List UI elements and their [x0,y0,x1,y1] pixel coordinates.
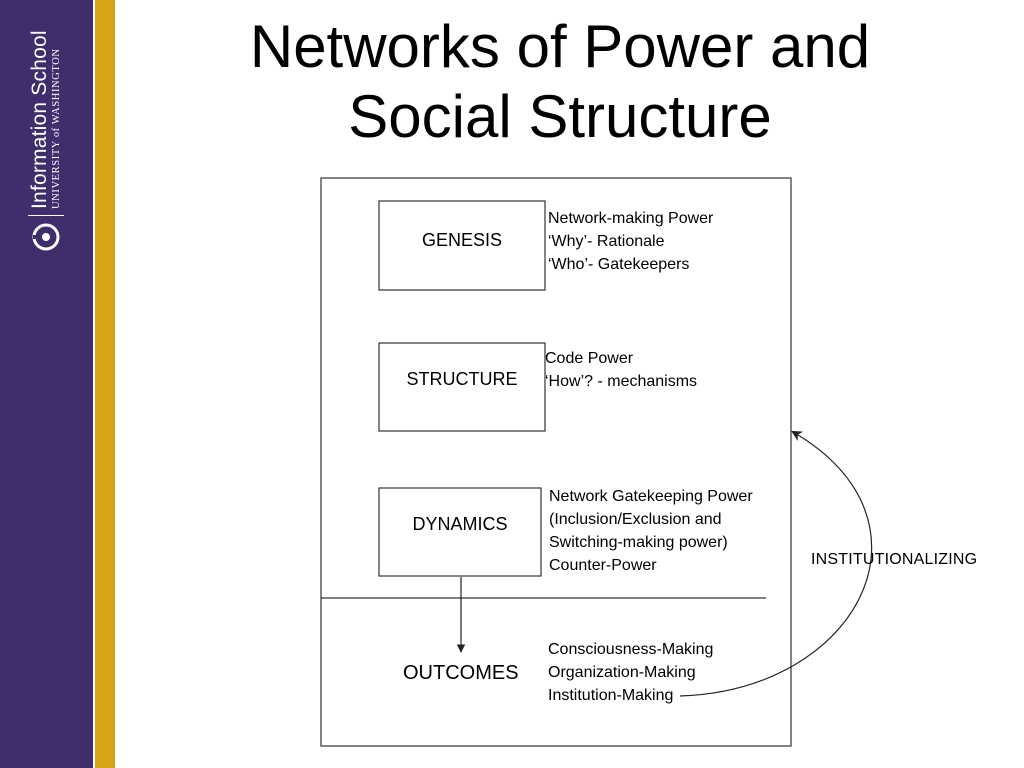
genesis-label: GENESIS [421,229,503,250]
outcomes-description: Consciousness-Making Organization-Making… [548,638,713,707]
structure-line-1: Code Power [545,350,634,367]
school-logo: Information School UNIVERSITY of WASHING… [16,12,76,252]
dynamics-label: DYNAMICS [412,513,508,534]
outcomes-line-2: Organization-Making [548,664,696,681]
dynamics-description: Network Gatekeeping Power (Inclusion/Exc… [549,485,753,577]
dynamics-line-2: (Inclusion/Exclusion and [549,511,722,528]
dynamics-line-1: Network Gatekeeping Power [549,488,753,505]
genesis-description: Network-making Power ‘Why’- Rationale ‘W… [548,207,713,276]
genesis-box [378,200,546,291]
title-line-2: Social Structure [348,83,772,150]
outcomes-label: OUTCOMES [403,662,519,684]
institutionalizing-arrow [679,430,873,697]
structure-box [378,342,546,432]
structure-description: Code Power ‘How’? - mechanisms [545,347,697,393]
genesis-line-1: Network-making Power [548,210,714,227]
structure-label: STRUCTURE [406,368,518,389]
dynamics-line-4: Counter-Power [549,557,657,574]
outcomes-line-3: Institution-Making [548,687,674,704]
information-school-icon [32,223,60,251]
dynamics-box [378,487,542,577]
title-line-1: Networks of Power and [249,13,871,80]
gold-accent-bar [95,0,115,768]
diagram-frame [320,177,792,747]
dynamics-line-3: Switching-making power) [549,534,728,551]
slide-title: Networks of Power and Social Structure [140,12,980,152]
sidebar-divider [93,0,96,768]
outcomes-line-1: Consciousness-Making [548,641,714,658]
sidebar [0,0,95,768]
institutionalizing-label: INSTITUTIONALIZING [811,551,978,568]
genesis-line-3: ‘Who’- Gatekeepers [548,256,690,273]
structure-line-2: ‘How’? - mechanisms [545,373,698,390]
genesis-line-2: ‘Why’- Rationale [548,233,665,250]
